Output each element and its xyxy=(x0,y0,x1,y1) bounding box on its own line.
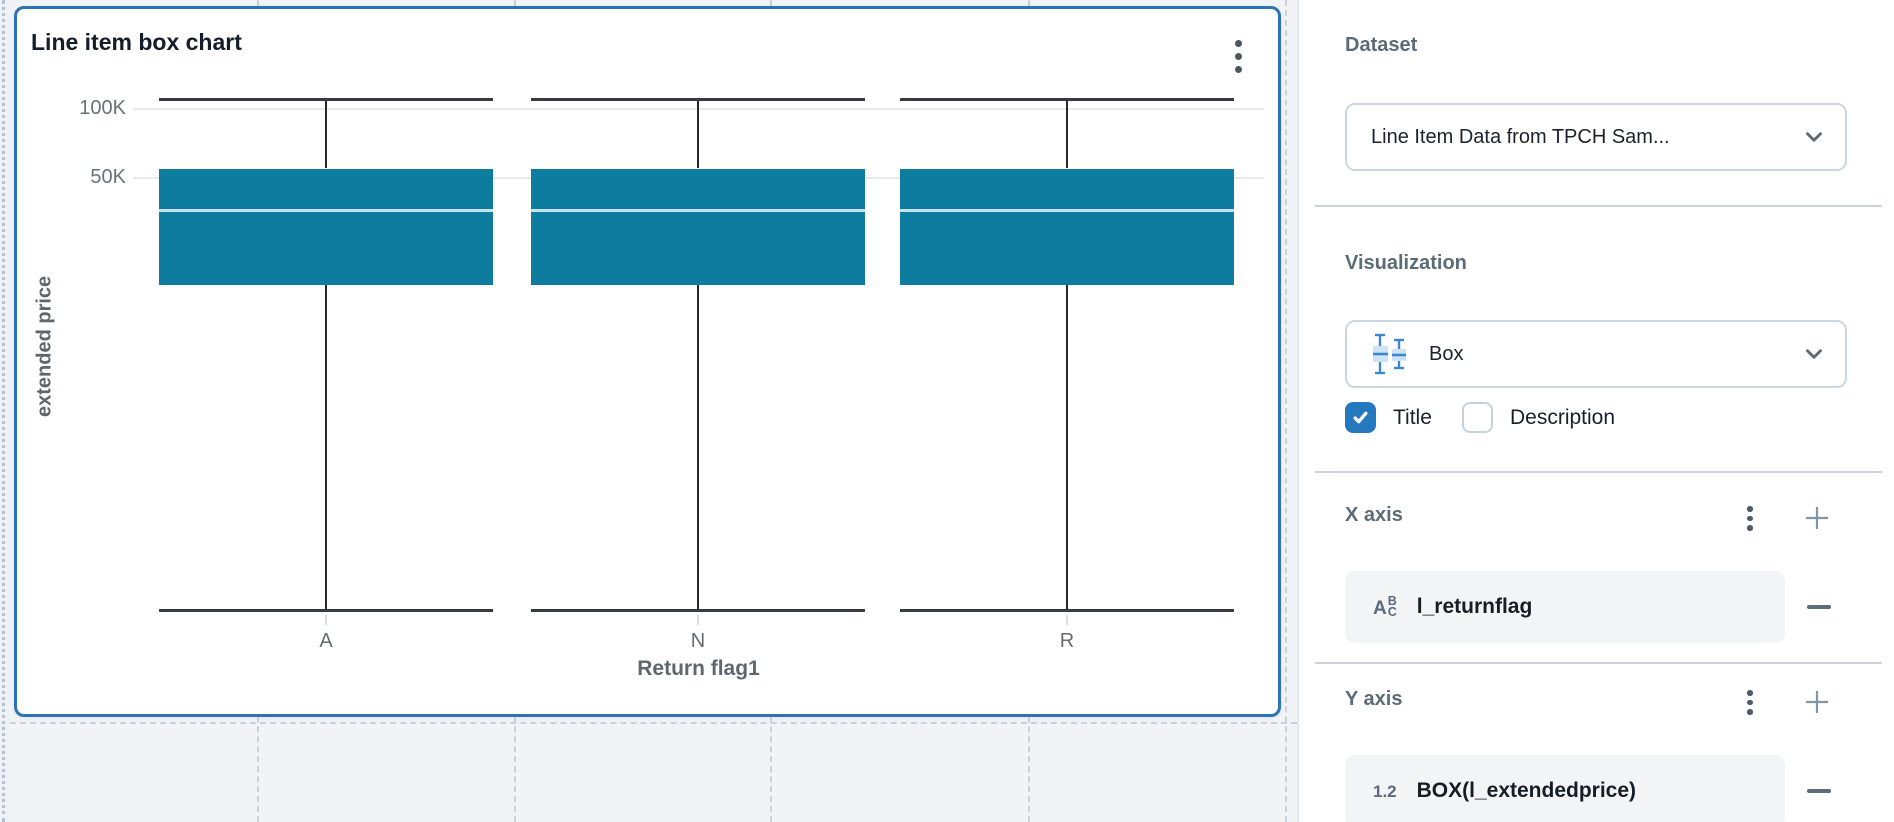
dataset-dropdown[interactable]: Line Item Data from TPCH Sam... xyxy=(1345,103,1847,171)
description-checkbox-box[interactable] xyxy=(1462,402,1493,433)
title-checkbox[interactable]: Title xyxy=(1345,402,1432,433)
box-N[interactable] xyxy=(531,168,865,286)
whisker-lower xyxy=(697,285,699,611)
plus-icon xyxy=(1806,691,1828,713)
description-checkbox-label: Description xyxy=(1510,405,1616,429)
whisker-cap-max xyxy=(159,98,493,101)
whisker-cap-min xyxy=(900,608,1234,612)
y-axis-title: extended price xyxy=(33,275,56,418)
y-tick-label: 100K xyxy=(79,97,126,119)
y-tick-label: 50K xyxy=(90,165,126,188)
x-tick xyxy=(1066,615,1068,625)
x-category-label: N xyxy=(690,630,706,652)
median-line xyxy=(900,209,1234,213)
dataset-selected-value: Line Item Data from TPCH Sam... xyxy=(1371,125,1670,148)
card-menu-kebab-icon[interactable] xyxy=(1235,40,1242,73)
x-axis-add-button[interactable] xyxy=(1802,503,1832,538)
plus-icon xyxy=(1806,507,1828,529)
box-plot-icon xyxy=(1373,333,1406,375)
dataset-heading: Dataset xyxy=(1345,34,1418,56)
y-axis-field-chip[interactable]: 1.2 BOX(l_extendedprice) xyxy=(1345,755,1785,822)
y-axis-field-name: BOX(l_extendedprice) xyxy=(1416,779,1637,802)
minus-icon xyxy=(1807,789,1831,793)
title-checkbox-box[interactable] xyxy=(1345,402,1376,433)
canvas-grid-line xyxy=(1285,0,1287,822)
x-category-label: R xyxy=(1059,630,1075,652)
whisker-upper xyxy=(697,99,699,169)
y-axis-remove-button[interactable] xyxy=(1806,778,1832,804)
title-checkbox-label: Title xyxy=(1393,405,1432,429)
x-axis-kebab-icon[interactable] xyxy=(1747,506,1753,531)
visualization-heading: Visualization xyxy=(1345,252,1467,274)
box-R[interactable] xyxy=(900,168,1234,286)
canvas-left-edge xyxy=(0,0,10,822)
x-axis-heading: X axis xyxy=(1345,504,1403,526)
x-axis-title: Return flag1 xyxy=(637,657,760,680)
divider xyxy=(1315,471,1882,473)
settings-sidebar: Dataset Line Item Data from TPCH Sam... … xyxy=(1297,0,1894,822)
x-tick xyxy=(325,615,327,625)
chevron-down-icon xyxy=(1806,349,1822,359)
median-line xyxy=(159,209,493,213)
x-axis-remove-button[interactable] xyxy=(1806,594,1832,620)
box-A[interactable] xyxy=(159,168,493,286)
y-axis-kebab-icon[interactable] xyxy=(1747,690,1753,715)
divider xyxy=(1315,205,1882,207)
visualization-dropdown[interactable]: Box xyxy=(1345,320,1847,388)
y-axis-heading: Y axis xyxy=(1345,688,1403,710)
x-tick xyxy=(697,615,699,625)
y-axis-add-button[interactable] xyxy=(1802,687,1832,722)
whisker-cap-max xyxy=(531,98,865,101)
minus-icon xyxy=(1807,605,1831,609)
whisker-lower xyxy=(1066,285,1068,611)
x-axis-field-name: l_returnflag xyxy=(1416,595,1533,618)
whisker-upper xyxy=(1066,99,1068,169)
checkmark-icon xyxy=(1353,411,1368,424)
whisker-upper xyxy=(325,99,327,169)
canvas-grid-line xyxy=(0,722,1297,724)
box-chart-plot: extended price Return flag1 100K 50K A N R xyxy=(17,9,1278,714)
divider xyxy=(1315,662,1882,664)
x-category-label: A xyxy=(319,630,333,652)
median-line xyxy=(531,209,865,213)
whisker-cap-max xyxy=(900,98,1234,101)
whisker-lower xyxy=(325,285,327,611)
chart-title: Line item box chart xyxy=(31,29,242,55)
number-type-icon: 1.2 xyxy=(1373,781,1397,801)
description-checkbox[interactable]: Description xyxy=(1462,402,1615,433)
whisker-cap-min xyxy=(159,608,493,612)
chevron-down-icon xyxy=(1806,132,1822,142)
visualization-selected-value: Box xyxy=(1429,342,1464,365)
chart-card[interactable]: Line item box chart extended price Retur… xyxy=(14,6,1281,717)
whisker-cap-min xyxy=(531,608,865,612)
